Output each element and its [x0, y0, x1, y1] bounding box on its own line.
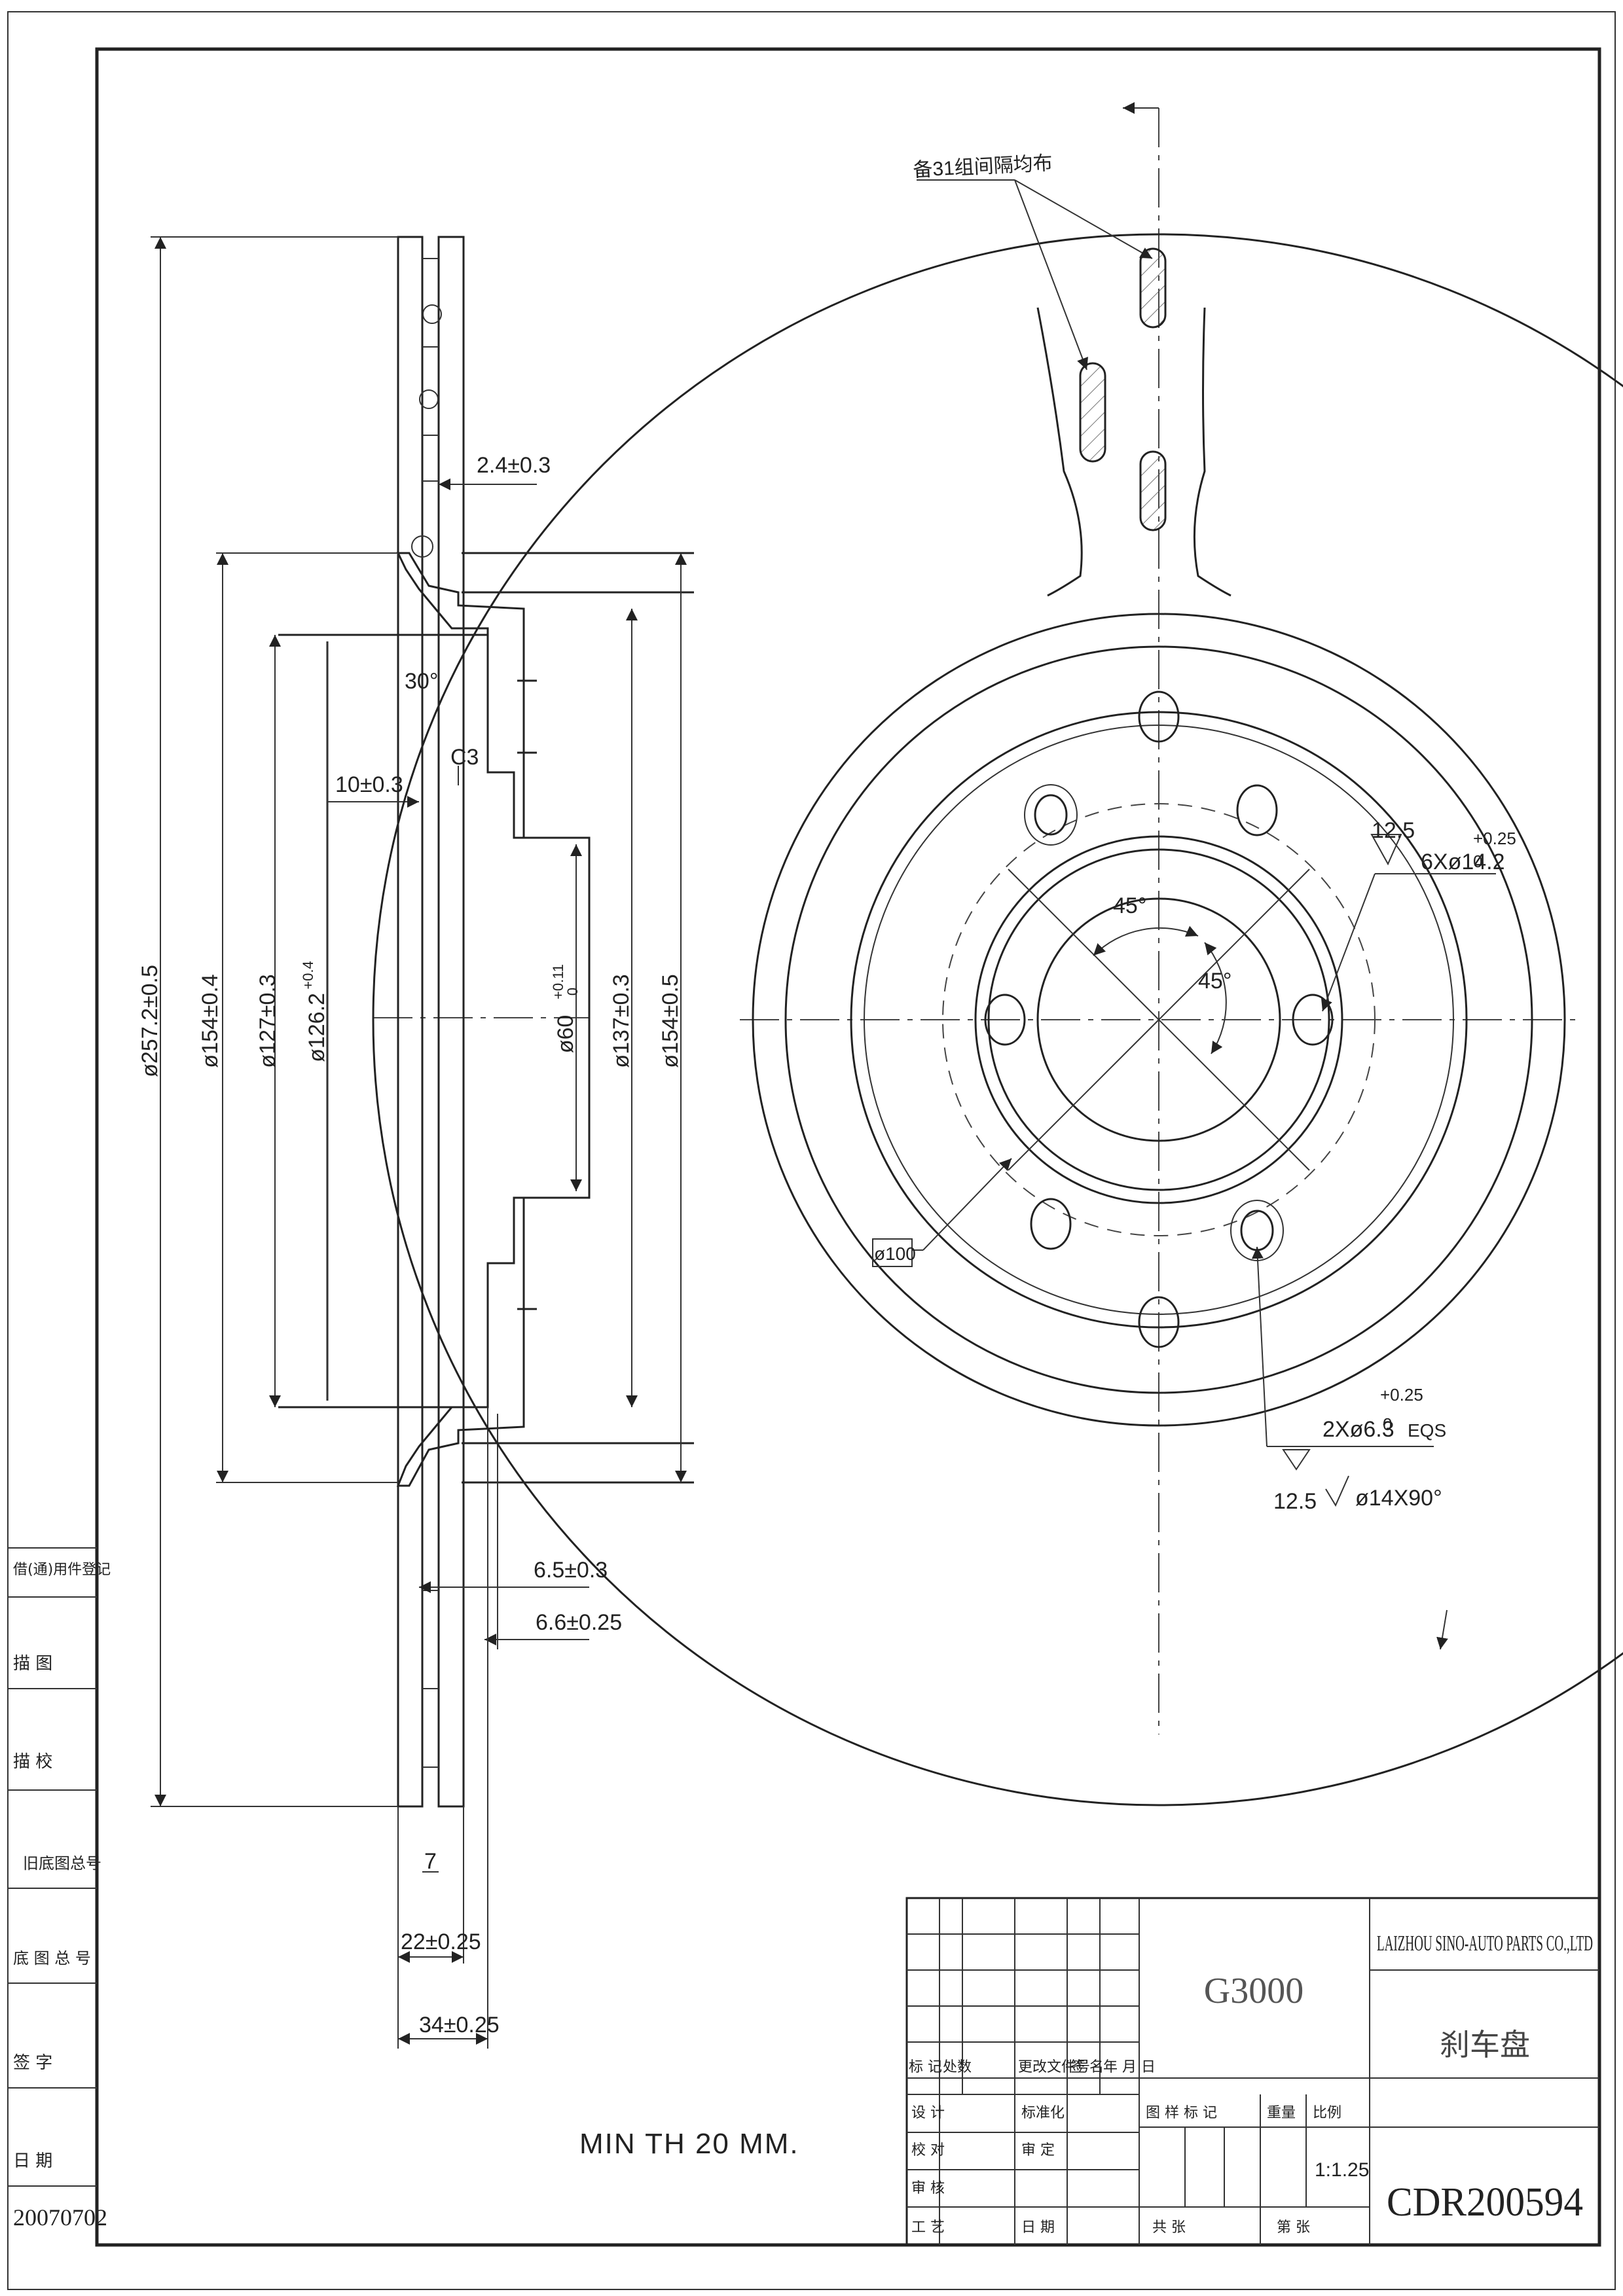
- inner-border: [95, 47, 1601, 2247]
- roughness-b: 12.5: [1273, 1489, 1317, 1514]
- role-design: 设 计: [911, 2105, 945, 2121]
- strip-cell-4: 底 图 总 号: [13, 1949, 91, 1967]
- angle-b: 45°: [1198, 969, 1231, 994]
- strip-cell-5: 签 字: [13, 2053, 52, 2073]
- strip-cell-1: 描 图: [13, 1654, 52, 1674]
- slots: [1079, 247, 1167, 531]
- pcd-circle: [942, 803, 1376, 1236]
- slot-note: 备31组间隔均布: [913, 152, 1053, 181]
- pin-holes-tol-lower: 0: [1383, 1414, 1392, 1434]
- strip-cell-6: 日 期: [13, 2151, 52, 2171]
- chamfer-spec: ø14X90°: [1355, 1486, 1442, 1511]
- rev-header-2: 更改文件号: [1018, 2059, 1090, 2075]
- left-strip: 借(通)用件登记 描 图 描 校 旧底图总号 底 图 总 号 签 字 日 期 2…: [8, 1547, 111, 2231]
- role-approve: 审 定: [1021, 2142, 1055, 2159]
- rev-header-1: 处数: [943, 2059, 972, 2075]
- sheet-number: 第 张: [1277, 2219, 1310, 2236]
- weight-header: 重量: [1267, 2105, 1296, 2121]
- outer-border: [7, 11, 1616, 2290]
- material: G3000: [1204, 1971, 1304, 2011]
- strip-cell-7: 20070702: [13, 2204, 107, 2231]
- bolt-holes: [984, 691, 1334, 1348]
- bolt-holes-tol-upper: +0.25: [1473, 829, 1516, 848]
- bolt-holes-tol-lower: 0: [1473, 852, 1482, 871]
- hat-section-upper: [396, 552, 525, 839]
- dim-d60-tol: +0.11: [550, 964, 566, 999]
- dim-d60: ø60: [553, 1015, 578, 1054]
- strip-cell-2: 描 校: [13, 1752, 52, 1772]
- dim-t34: 34±0.25: [419, 2013, 500, 2037]
- drawing-number: CDR200594: [1387, 2180, 1583, 2225]
- dim-d137: ø137±0.3: [609, 974, 634, 1067]
- dim-t22: 22±0.25: [401, 1929, 481, 1954]
- stage-header: 图 样 标 记: [1146, 2105, 1217, 2121]
- roughness-a: 12.5: [1372, 818, 1415, 843]
- sheet-total: 共 张: [1152, 2219, 1186, 2236]
- braking-ring-outer-wall: [397, 236, 424, 1808]
- dim-d257: ø257.2±0.5: [137, 965, 162, 1077]
- pin-holes-eqs: EQS: [1408, 1420, 1446, 1441]
- center-bore: [1036, 897, 1281, 1142]
- rev-header-3: 签 名: [1070, 2059, 1104, 2075]
- role-audit: 审 核: [911, 2180, 945, 2197]
- pcd-label: ø100: [874, 1244, 916, 1264]
- strip-cell-3: 旧底图总号: [23, 1854, 101, 1873]
- role-check: 校 对: [911, 2142, 945, 2159]
- angle-a: 45°: [1113, 893, 1146, 918]
- dim-t65: 6.5±0.3: [534, 1558, 608, 1583]
- rev-header-0: 标 记: [909, 2059, 942, 2075]
- strip-cell-0: 借(通)用件登记: [13, 1562, 111, 1578]
- hat-section-lower: [396, 1196, 525, 1487]
- rev-header-4: 年 月 日: [1103, 2059, 1156, 2075]
- front-view: 备31组间隔均布 12.5 6Xø14.2 +0.25 0 45° 45° ø1…: [372, 102, 1623, 1806]
- disc-outer-edge: [372, 233, 1623, 1806]
- min-thickness-note: MIN TH 20 MM.: [579, 2128, 799, 2160]
- role-date: 日 期: [1021, 2219, 1055, 2236]
- dim-d154-right: ø154±0.5: [658, 974, 683, 1067]
- part-name: 刹车盘: [1440, 2027, 1530, 2062]
- dim-t7: 7: [424, 1849, 437, 1874]
- dim-t66: 6.6±0.25: [536, 1610, 622, 1635]
- dim-d127: ø127±0.3: [255, 974, 280, 1067]
- dim-chamfer-c3: C3: [450, 745, 479, 770]
- dim-t10: 10±0.3: [335, 772, 403, 797]
- company-name: LAIZHOU SINO-AUTO PARTS CO.,LTD: [1377, 1931, 1593, 1956]
- dim-angle-30: 30°: [405, 669, 438, 694]
- section-view: ø257.2±0.5 ø154±0.4 ø127±0.3 ø126.2 +0.4…: [137, 236, 799, 2160]
- role-standard: 标准化: [1021, 2105, 1065, 2121]
- dim-t24: 2.4±0.3: [477, 453, 551, 478]
- dim-d126-tol: +0.4: [300, 961, 316, 989]
- braking-ring-inner-wall: [437, 236, 465, 1808]
- pin-holes-tol-upper: +0.25: [1380, 1385, 1423, 1405]
- pin-holes-spec: 2Xø6.3: [1322, 1417, 1395, 1442]
- scale-value: 1:1.25: [1315, 2159, 1369, 2181]
- dim-d154-left: ø154±0.4: [198, 974, 223, 1067]
- scale-header: 比例: [1313, 2105, 1341, 2121]
- dim-d60-tol0: 0: [564, 988, 581, 996]
- role-process: 工 艺: [911, 2219, 945, 2236]
- title-block: G3000 LAIZHOU SINO-AUTO PARTS CO.,LTD 刹车…: [905, 1897, 1601, 2246]
- bolt-holes-spec: 6Xø14.2: [1421, 850, 1505, 874]
- dim-d126: ø126.2: [304, 993, 329, 1062]
